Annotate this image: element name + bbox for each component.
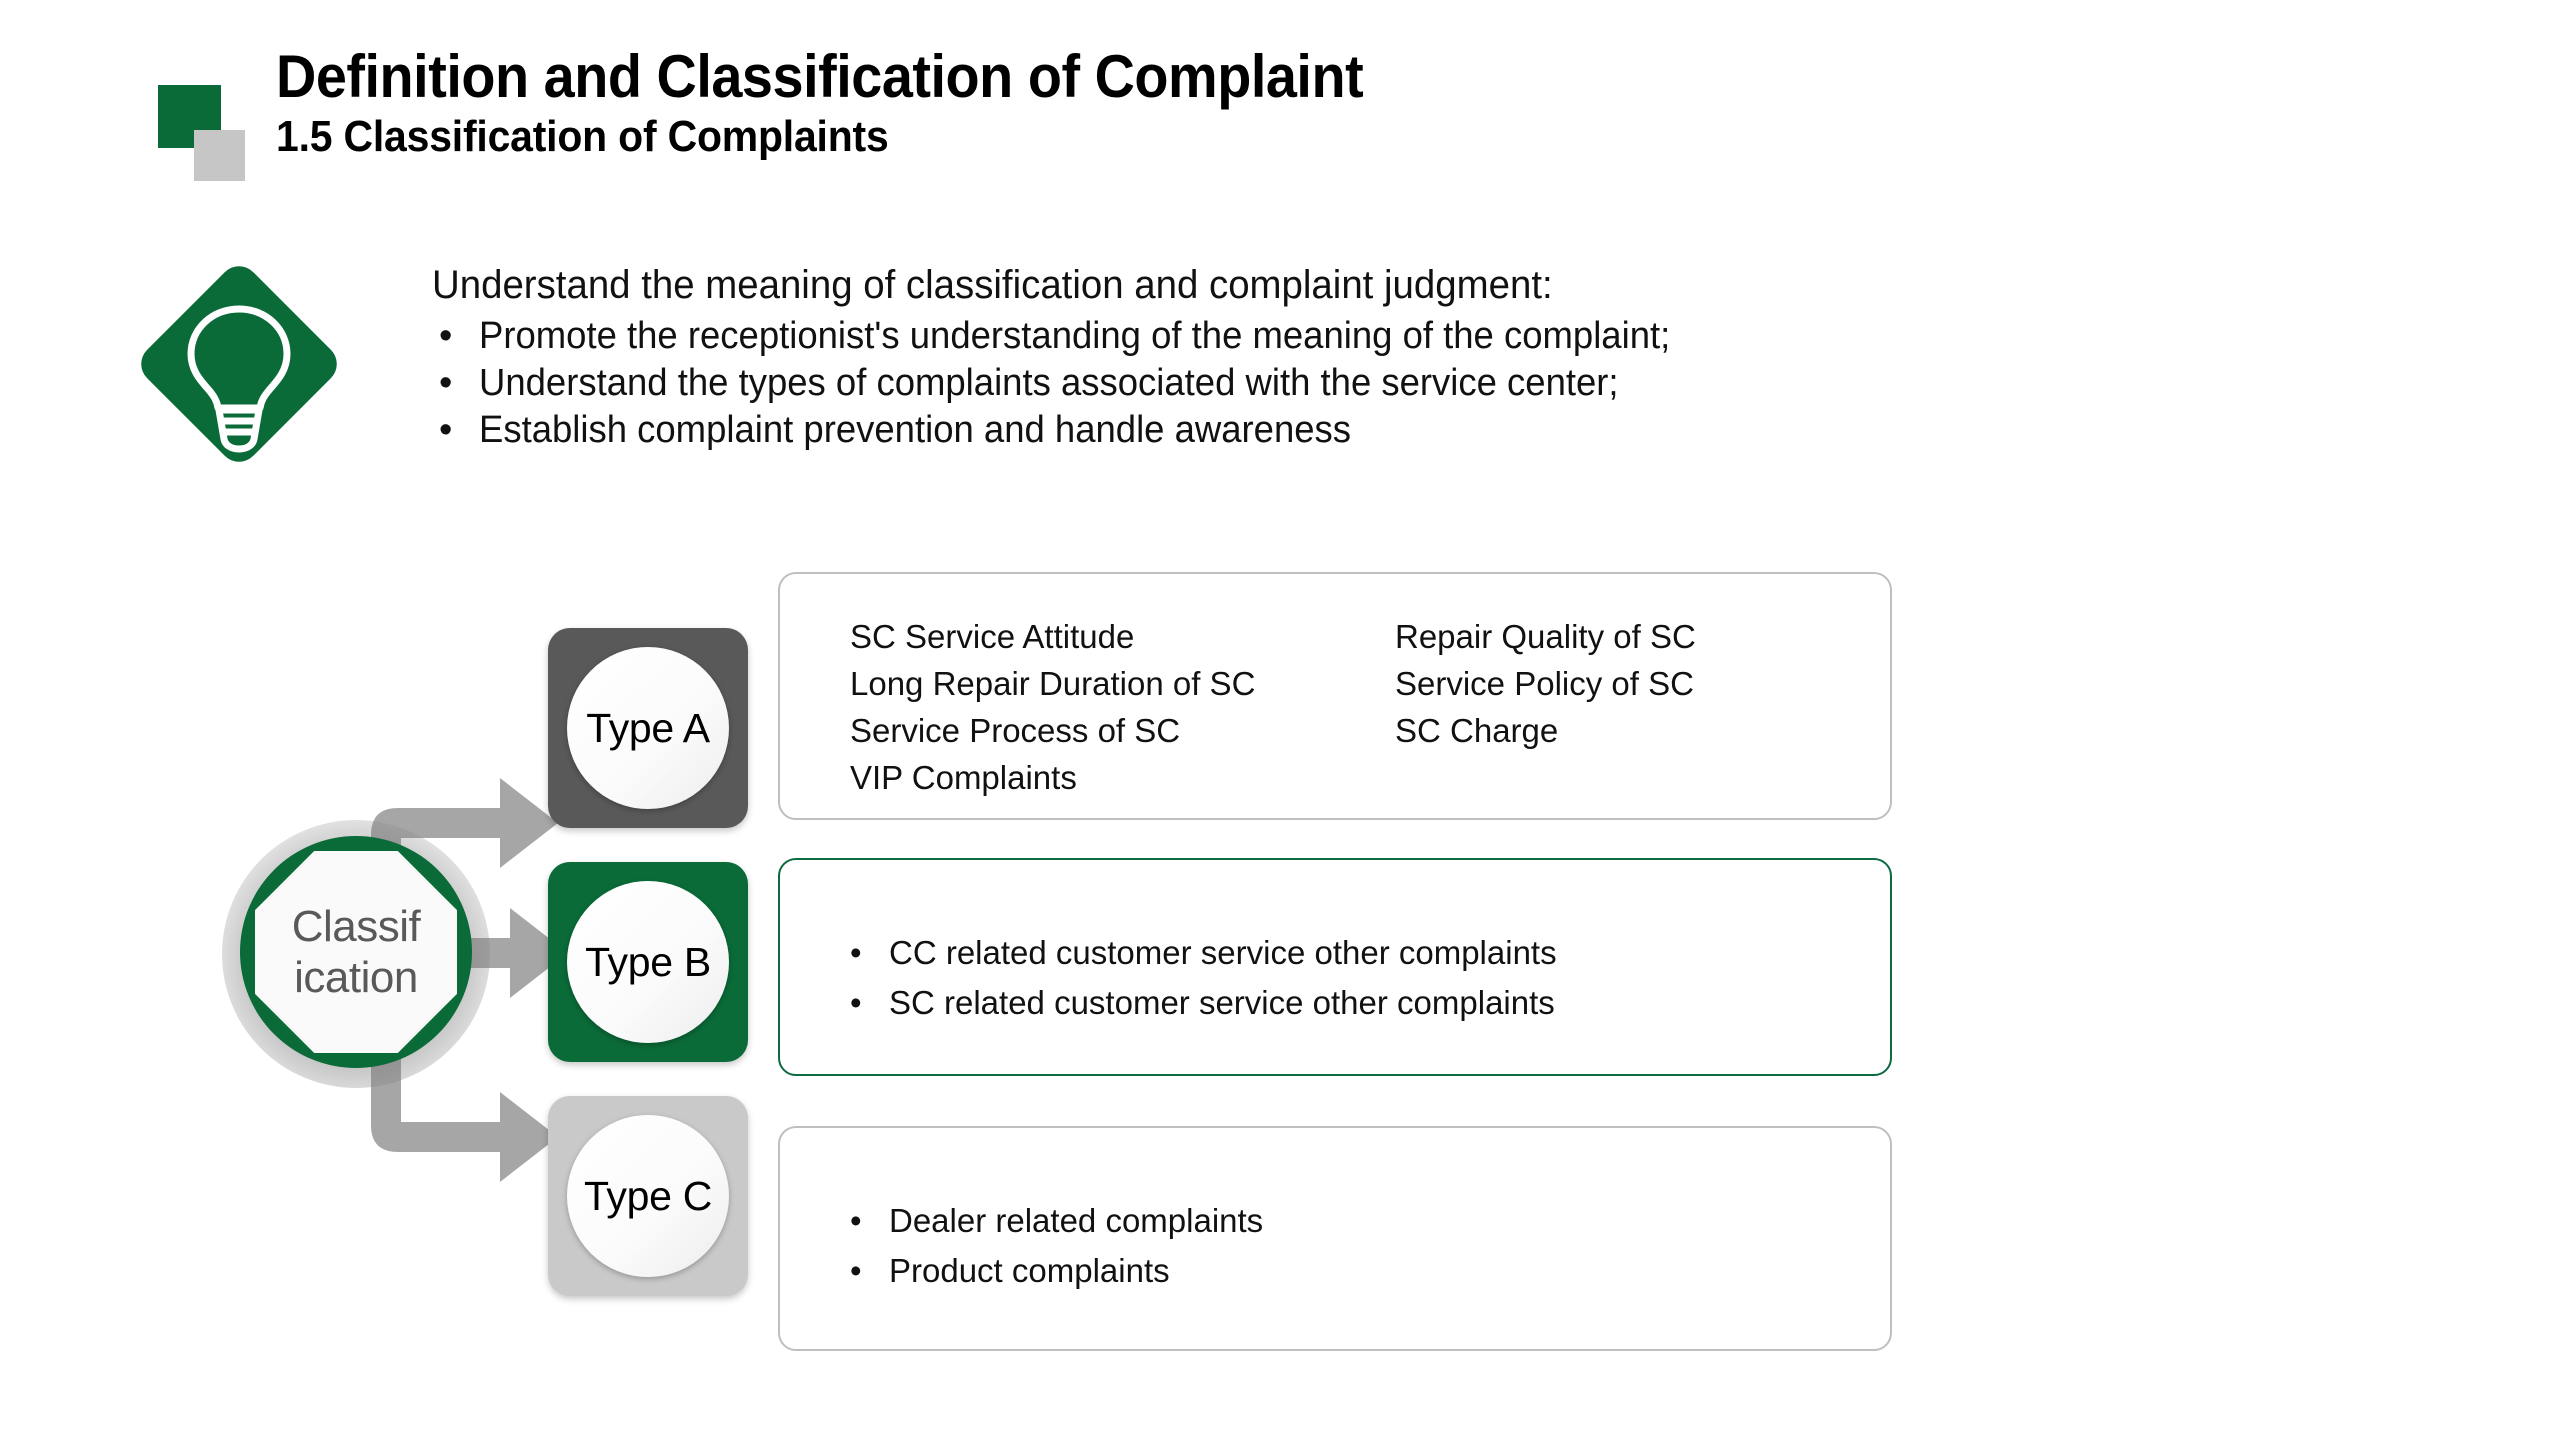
- type-b-label: Type B: [585, 938, 711, 985]
- list-item-label: SC related customer service other compla…: [889, 984, 1555, 1022]
- classification-diagram: Classif ication: [0, 540, 2560, 1440]
- list-item: • Understand the types of complaints ass…: [432, 360, 2082, 407]
- bullet-glyph: •: [850, 1252, 862, 1290]
- type-c-list: • Dealer related complaints • Product co…: [850, 1196, 1263, 1296]
- type-b-list: • CC related customer service other comp…: [850, 928, 1557, 1028]
- hub-label-line2: ication: [294, 953, 418, 1002]
- bullet-glyph: •: [439, 408, 453, 451]
- type-c-tile[interactable]: Type C: [548, 1096, 748, 1296]
- type-a-tile[interactable]: Type A: [548, 628, 748, 828]
- list-item: Service Process of SC: [850, 711, 1181, 749]
- list-item-label: Understand the types of complaints assoc…: [479, 361, 1619, 404]
- list-item: • CC related customer service other comp…: [850, 928, 1557, 978]
- list-item: Repair Quality of SC: [1395, 618, 1696, 655]
- logo-mark: [158, 85, 245, 181]
- list-item-label: Dealer related complaints: [889, 1202, 1264, 1239]
- bullet-glyph: •: [850, 934, 862, 971]
- list-item: VIP Complaints: [850, 758, 1077, 796]
- list-item: • SC related customer service other comp…: [850, 978, 1557, 1028]
- type-b-content-box: • CC related customer service other comp…: [778, 858, 1892, 1076]
- objectives-heading: Understand the meaning of classification…: [432, 263, 1553, 307]
- type-b-tile[interactable]: Type B: [548, 862, 748, 1062]
- type-a-columns: SC Service Attitude Long Repair Duration…: [850, 614, 1696, 801]
- list-item-label: CC related customer service other compla…: [889, 934, 1557, 971]
- list-item-label: Promote the receptionist's understanding…: [479, 315, 1671, 358]
- list-item: • Dealer related complaints: [850, 1196, 1263, 1246]
- type-c-content-box: • Dealer related complaints • Product co…: [778, 1126, 1892, 1351]
- hub-octagon: Classif ication: [255, 851, 457, 1053]
- bullet-glyph: •: [439, 361, 453, 404]
- list-item-label: Establish complaint prevention and handl…: [479, 408, 1352, 451]
- title-block: Definition and Classification of Complai…: [276, 43, 1445, 162]
- page-subtitle: 1.5 Classification of Complaints: [276, 112, 889, 162]
- type-a-column-1: SC Service Attitude Long Repair Duration…: [850, 614, 1395, 801]
- list-item: SC Service Attitude: [850, 618, 1135, 655]
- list-item: • Establish complaint prevention and han…: [432, 407, 2082, 454]
- list-item: Service Policy of SC: [1395, 664, 1694, 702]
- list-item: • Product complaints: [850, 1246, 1263, 1296]
- type-b-circle: Type B: [567, 881, 729, 1043]
- list-item: SC Charge: [1395, 711, 1559, 749]
- list-item: Long Repair Duration of SC: [850, 664, 1256, 702]
- bullet-glyph: •: [850, 984, 862, 1022]
- objectives-block: Understand the meaning of classification…: [432, 262, 2082, 453]
- bullet-glyph: •: [439, 315, 453, 358]
- arrow-connectors: [371, 778, 568, 1182]
- classification-hub[interactable]: Classif ication: [222, 820, 490, 1088]
- slide-header: Definition and Classification of Complai…: [0, 0, 2560, 210]
- type-a-column-2: Repair Quality of SC Service Policy of S…: [1395, 614, 1696, 801]
- list-item-label: Product complaints: [889, 1252, 1170, 1290]
- list-item: • Promote the receptionist's understandi…: [432, 313, 2082, 360]
- type-c-circle: Type C: [567, 1115, 729, 1277]
- type-c-label: Type C: [583, 1172, 713, 1219]
- logo-square-gray-icon: [194, 130, 245, 181]
- bullet-glyph: •: [850, 1202, 862, 1239]
- lightbulb-diamond-badge: [133, 258, 345, 470]
- type-a-content-box: SC Service Attitude Long Repair Duration…: [778, 572, 1892, 820]
- type-a-circle: Type A: [567, 647, 729, 809]
- lightbulb-icon: [187, 305, 291, 453]
- objectives-list: • Promote the receptionist's understandi…: [432, 313, 2082, 453]
- type-a-label: Type A: [586, 704, 710, 751]
- page-title: Definition and Classification of Complai…: [276, 43, 1364, 110]
- hub-label-line1: Classif: [291, 901, 421, 951]
